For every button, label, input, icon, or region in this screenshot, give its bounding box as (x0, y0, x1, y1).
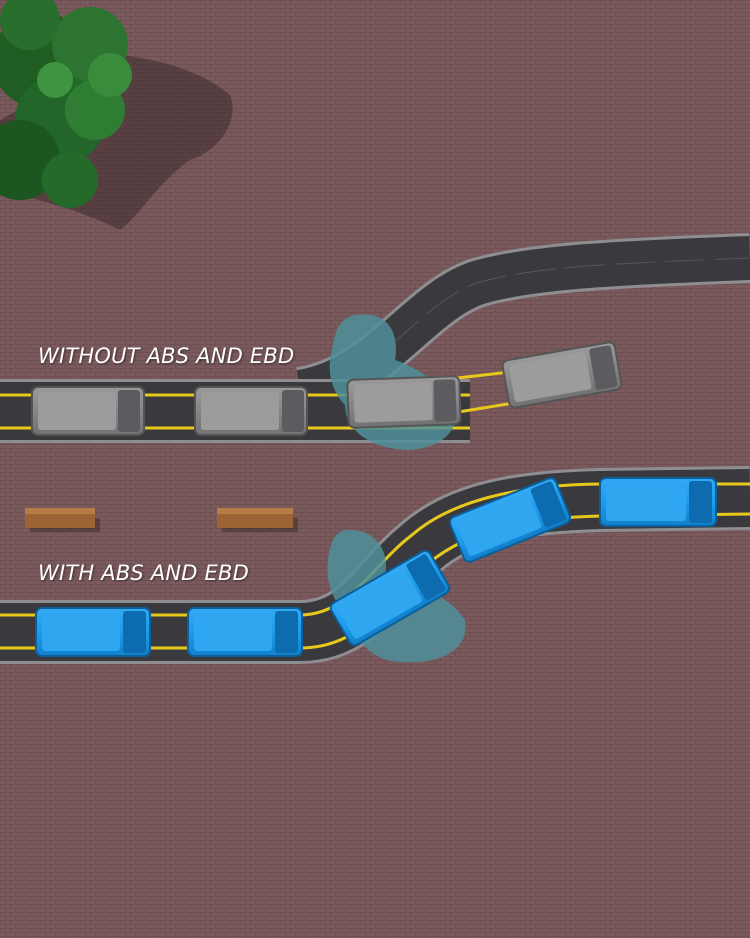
van-icon (346, 375, 462, 429)
label-with-abs-ebd: WITH ABS AND EBD (38, 561, 249, 585)
van-icon (501, 341, 623, 409)
label-without-abs-ebd: WITHOUT ABS AND EBD (38, 344, 295, 368)
bench-icon (25, 508, 100, 532)
van-icon (448, 477, 572, 563)
van-icon (187, 607, 303, 657)
van-icon (194, 386, 308, 436)
van-icon (329, 549, 451, 647)
van-icon (31, 386, 145, 436)
bench-icon (217, 508, 298, 532)
van-icon (599, 477, 717, 527)
tree-icon (0, 0, 233, 230)
van-icon (35, 607, 151, 657)
